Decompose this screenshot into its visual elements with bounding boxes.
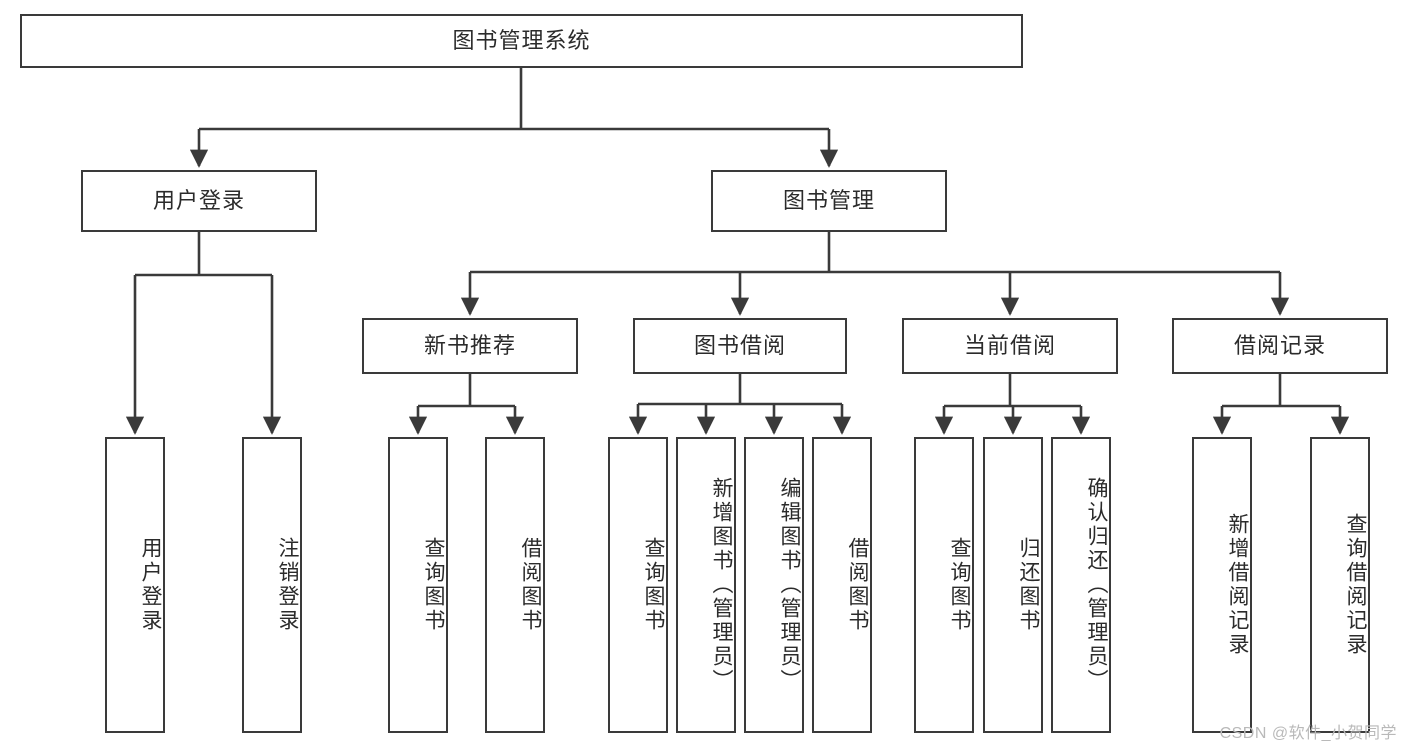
- node-user-login-label: 用户登录: [152, 187, 245, 213]
- node-borrow-record-label: 借阅记录: [1233, 332, 1326, 358]
- leaf-query-book-current[interactable]: 查询图书: [914, 437, 974, 733]
- leaf-borrow-book-recommend-label: 借阅图书: [519, 537, 542, 633]
- leaf-return-book[interactable]: 归还图书: [983, 437, 1043, 733]
- leaf-return-book-label: 归还图书: [1017, 537, 1040, 633]
- leaf-query-borrow-record-label: 查询借阅记录: [1344, 513, 1367, 657]
- leaf-query-book-borrow-label: 查询图书: [642, 537, 665, 633]
- leaf-add-borrow-record[interactable]: 新增借阅记录: [1192, 437, 1252, 733]
- leaf-query-borrow-record[interactable]: 查询借阅记录: [1310, 437, 1370, 733]
- edge-group-user-login: [125, 232, 282, 435]
- node-root-label: 图书管理系统: [452, 27, 591, 53]
- leaf-edit-book-admin-label: 编辑图书（管理员）: [778, 477, 801, 693]
- node-book-borrow[interactable]: 图书借阅: [633, 318, 847, 374]
- edge-group-root: [189, 68, 839, 168]
- node-book-manage[interactable]: 图书管理: [711, 170, 947, 232]
- leaf-borrow-book[interactable]: 借阅图书: [812, 437, 872, 733]
- leaf-user-login-label: 用户登录: [139, 537, 162, 633]
- edge-group-new-book-recommend: [408, 374, 525, 435]
- leaf-query-book-current-label: 查询图书: [948, 537, 971, 633]
- edge-group-book-manage: [460, 232, 1290, 316]
- leaf-add-book-admin-label: 新增图书（管理员）: [710, 477, 733, 693]
- leaf-add-borrow-record-label: 新增借阅记录: [1226, 513, 1249, 657]
- leaf-user-login[interactable]: 用户登录: [105, 437, 165, 733]
- node-book-borrow-label: 图书借阅: [693, 332, 786, 358]
- node-current-borrow[interactable]: 当前借阅: [902, 318, 1118, 374]
- edge-group-book-borrow: [628, 374, 852, 435]
- edge-group-current-borrow: [934, 374, 1091, 435]
- node-user-login[interactable]: 用户登录: [81, 170, 317, 232]
- leaf-user-logout-label: 注销登录: [276, 537, 299, 633]
- leaf-query-book-recommend-label: 查询图书: [422, 537, 445, 633]
- node-book-manage-label: 图书管理: [782, 187, 875, 213]
- leaf-confirm-return-admin[interactable]: 确认归还（管理员）: [1051, 437, 1111, 733]
- leaf-borrow-book-recommend[interactable]: 借阅图书: [485, 437, 545, 733]
- leaf-add-book-admin[interactable]: 新增图书（管理员）: [676, 437, 736, 733]
- leaf-user-logout[interactable]: 注销登录: [242, 437, 302, 733]
- node-root[interactable]: 图书管理系统: [20, 14, 1023, 68]
- csdn-watermark: CSDN @软件_小贺同学: [1219, 725, 1397, 742]
- leaf-query-book-recommend[interactable]: 查询图书: [388, 437, 448, 733]
- node-new-book-recommend[interactable]: 新书推荐: [362, 318, 578, 374]
- leaf-confirm-return-admin-label: 确认归还（管理员）: [1085, 477, 1108, 693]
- leaf-edit-book-admin[interactable]: 编辑图书（管理员）: [744, 437, 804, 733]
- leaf-query-book-borrow[interactable]: 查询图书: [608, 437, 668, 733]
- node-borrow-record[interactable]: 借阅记录: [1172, 318, 1388, 374]
- leaf-borrow-book-label: 借阅图书: [846, 537, 869, 633]
- node-current-borrow-label: 当前借阅: [963, 332, 1056, 358]
- edge-group-borrow-record: [1212, 374, 1350, 435]
- node-new-book-recommend-label: 新书推荐: [423, 332, 516, 358]
